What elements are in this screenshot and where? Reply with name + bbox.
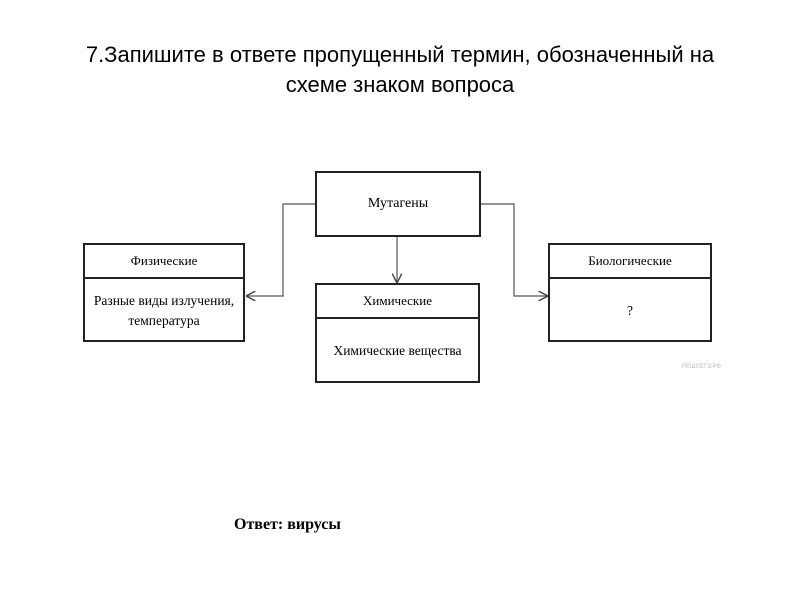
physical-body-line-2: температура: [128, 312, 200, 328]
arrow-to-biological: [480, 203, 547, 296]
biological-box: Биологические ?: [548, 243, 712, 342]
physical-body: Разные виды излучения, температура: [85, 279, 243, 342]
title-line-1: 7.Запишите в ответе пропущенный термин, …: [85, 42, 715, 67]
arrow-to-physical: [247, 203, 315, 296]
title-line-2: схеме знаком вопроса: [285, 72, 515, 97]
watermark: РЕШУЕГЭ.РФ: [682, 364, 722, 370]
biological-header: Биологические: [550, 245, 710, 279]
chemical-body: Химические вещества: [333, 343, 462, 358]
chemical-header: Химические: [317, 285, 478, 319]
mutagens-label: Мутагены: [367, 196, 429, 211]
mutagens-box: Мутагены: [315, 171, 481, 237]
biological-body: ?: [627, 302, 633, 318]
physical-header: Физические: [85, 245, 243, 279]
chemical-box: Химические Химические вещества: [315, 283, 480, 383]
physical-body-line-1: Разные виды излучения,: [93, 292, 235, 308]
answer-text: Ответ: вирусы: [234, 516, 341, 533]
physical-box: Физические Разные виды излучения, темпер…: [83, 243, 245, 342]
question-title: 7.Запишите в ответе пропущенный термин, …: [0, 40, 800, 100]
